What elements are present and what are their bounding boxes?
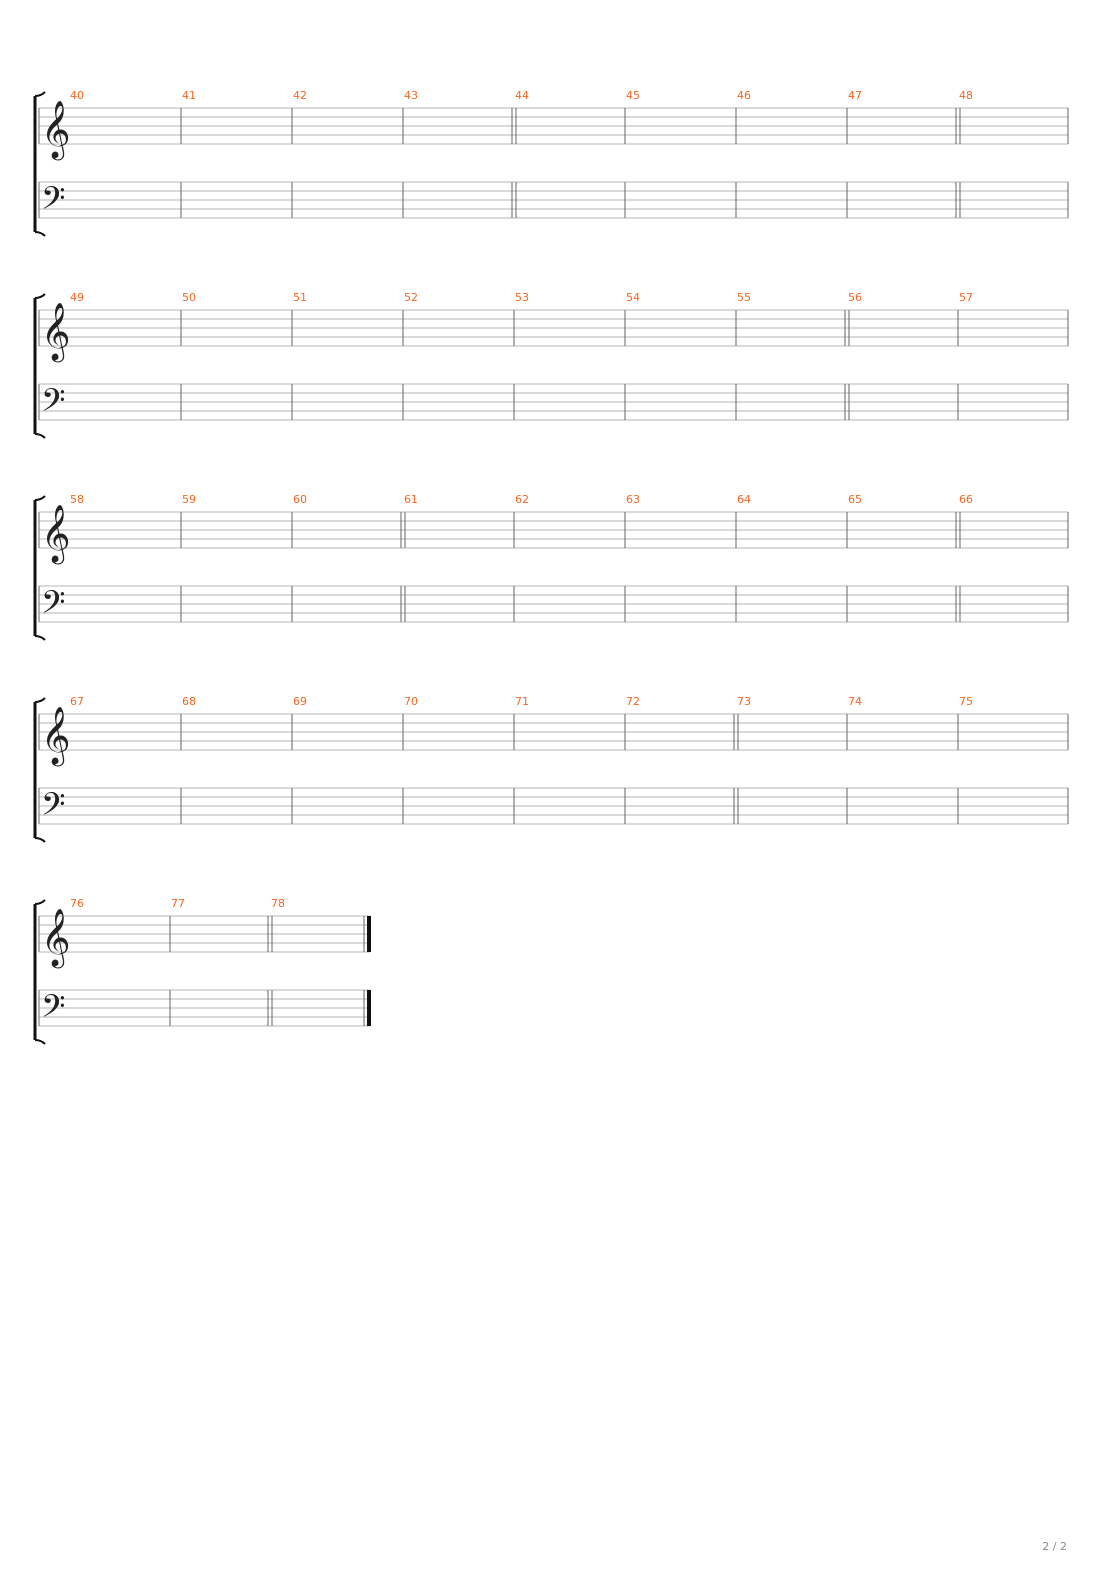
measure-number: 63 xyxy=(626,493,640,506)
measure-number: 42 xyxy=(293,89,307,102)
bass-clef-icon: 𝄢 xyxy=(41,786,65,830)
bracket-bottom-hook xyxy=(34,433,46,439)
bracket-top-hook xyxy=(34,495,46,501)
treble-clef-icon: 𝄞 xyxy=(41,706,71,767)
measure-number: 69 xyxy=(293,695,307,708)
measure-number: 66 xyxy=(959,493,973,506)
measure-number: 51 xyxy=(293,291,307,304)
staff-system: 𝄞 𝄢 49 50 51 52 53 54 55 56 57 xyxy=(33,291,1069,439)
bracket-bottom-hook xyxy=(34,1039,46,1045)
measure-number: 41 xyxy=(182,89,196,102)
measure-number: 52 xyxy=(404,291,418,304)
measure-number: 48 xyxy=(959,89,973,102)
measure-number: 43 xyxy=(404,89,418,102)
staff-system: 𝄞 𝄢 76 77 78 xyxy=(33,897,371,1045)
bracket-top-hook xyxy=(34,91,46,97)
measure-number: 62 xyxy=(515,493,529,506)
measure-number: 54 xyxy=(626,291,640,304)
staff-system: 𝄞 𝄢 67 68 69 70 71 72 73 74 75 xyxy=(33,695,1069,843)
bracket-top-hook xyxy=(34,697,46,703)
bracket-bottom-hook xyxy=(34,837,46,843)
bracket-bottom-hook xyxy=(34,231,46,237)
measure-number: 71 xyxy=(515,695,529,708)
measure-number: 50 xyxy=(182,291,196,304)
bracket-bottom-hook xyxy=(34,635,46,641)
staff-system: 𝄞 𝄢 58 59 60 61 62 63 64 65 66 xyxy=(33,493,1069,641)
measure-number: 47 xyxy=(848,89,862,102)
bass-clef-icon: 𝄢 xyxy=(41,382,65,426)
measure-number: 53 xyxy=(515,291,529,304)
measure-number: 78 xyxy=(271,897,285,910)
bracket-top-hook xyxy=(34,899,46,905)
measure-number: 46 xyxy=(737,89,751,102)
measure-number: 49 xyxy=(70,291,84,304)
bass-clef-icon: 𝄢 xyxy=(41,584,65,628)
page-number: 2 / 2 xyxy=(1042,1540,1067,1553)
measure-number: 55 xyxy=(737,291,751,304)
staff-system: 𝄞 𝄢 40 41 42 43 44 45 46 47 48 xyxy=(33,89,1069,237)
treble-clef-icon: 𝄞 xyxy=(41,504,71,565)
bass-clef-icon: 𝄢 xyxy=(41,988,65,1032)
measure-number: 44 xyxy=(515,89,529,102)
measure-number: 76 xyxy=(70,897,84,910)
measure-number: 77 xyxy=(171,897,185,910)
measure-number: 58 xyxy=(70,493,84,506)
measure-number: 61 xyxy=(404,493,418,506)
measure-number: 59 xyxy=(182,493,196,506)
measure-number: 57 xyxy=(959,291,973,304)
measure-number: 65 xyxy=(848,493,862,506)
treble-clef-icon: 𝄞 xyxy=(41,302,71,363)
treble-clef-icon: 𝄞 xyxy=(41,100,71,161)
measure-number: 67 xyxy=(70,695,84,708)
measure-number: 73 xyxy=(737,695,751,708)
measure-number: 60 xyxy=(293,493,307,506)
measure-number: 74 xyxy=(848,695,862,708)
bass-clef-icon: 𝄢 xyxy=(41,180,65,224)
measure-number: 40 xyxy=(70,89,84,102)
bracket-top-hook xyxy=(34,293,46,299)
measure-number: 64 xyxy=(737,493,751,506)
treble-clef-icon: 𝄞 xyxy=(41,908,71,969)
measure-number: 56 xyxy=(848,291,862,304)
measure-number: 70 xyxy=(404,695,418,708)
measure-number: 68 xyxy=(182,695,196,708)
measure-number: 72 xyxy=(626,695,640,708)
measure-number: 45 xyxy=(626,89,640,102)
measure-number: 75 xyxy=(959,695,973,708)
